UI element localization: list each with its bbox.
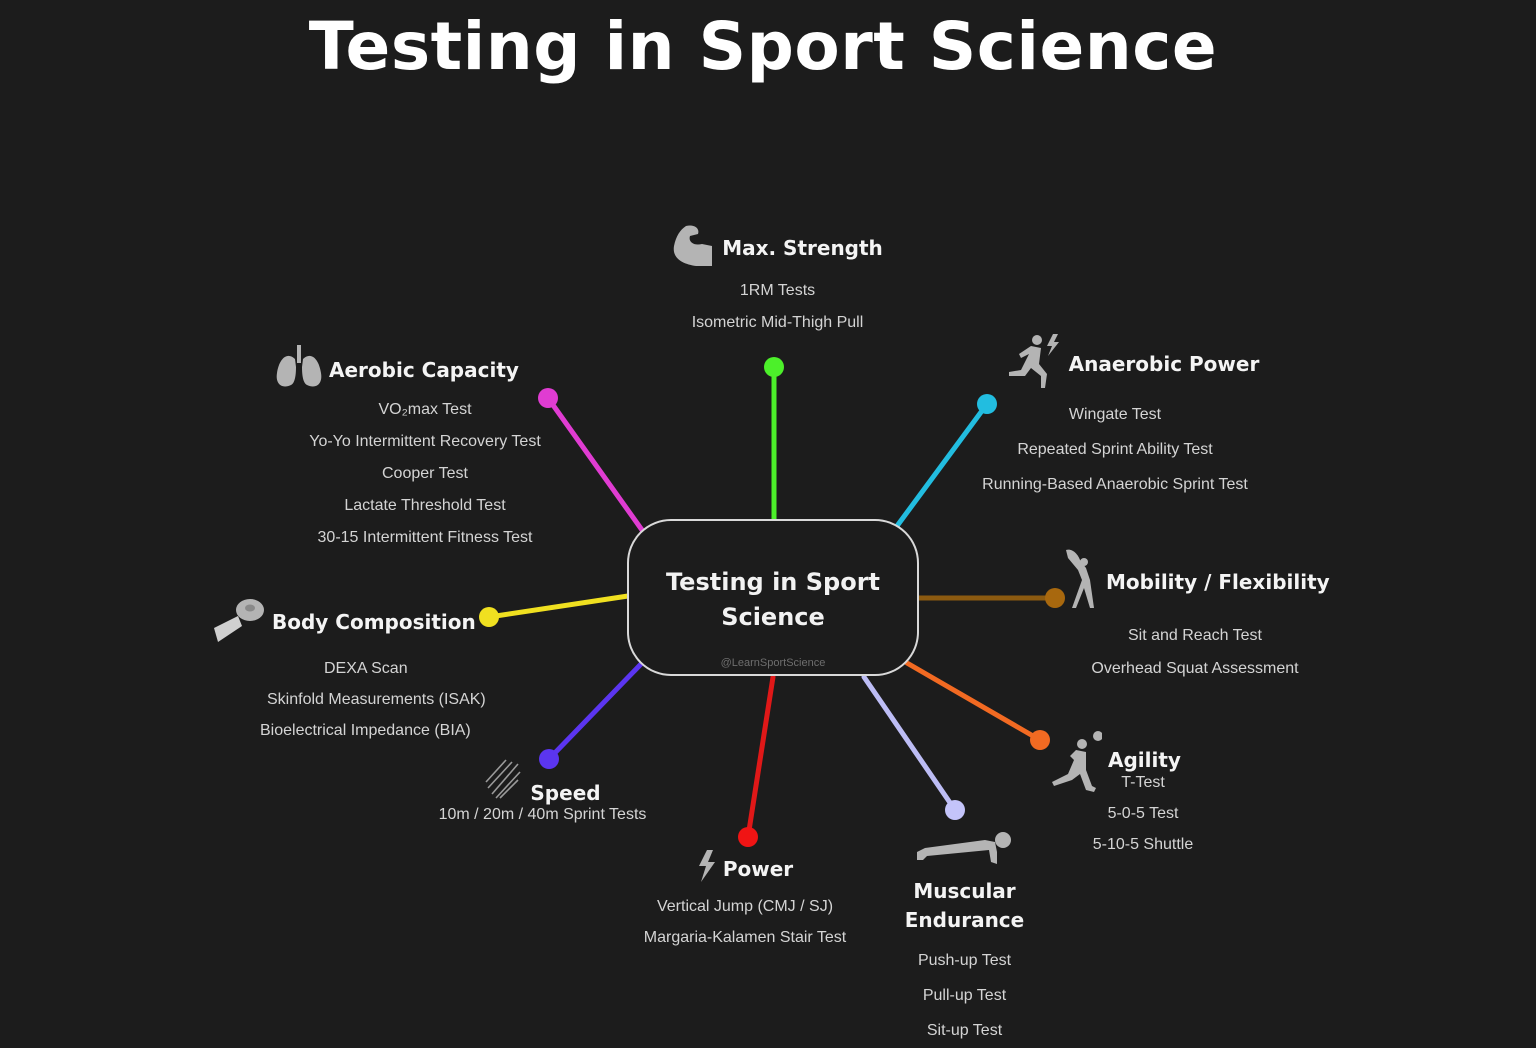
endpoint-muscular-endurance [945, 800, 965, 820]
endpoint-power [738, 827, 758, 847]
page-title: Testing in Sport Science [308, 8, 1218, 85]
list-item: T-Test [1121, 774, 1165, 791]
node-muscular-endurance: Muscular Endurance Push-up Test Pull-up … [882, 830, 1047, 1048]
list-item: Lactate Threshold Test [344, 497, 506, 514]
list-item: 5-0-5 Test [1107, 805, 1179, 822]
node-agility: Agility T-Test 5-0-5 Test 5-10-5 Shuttle [1048, 726, 1238, 860]
stretching-figure-icon [1060, 548, 1100, 615]
node-aerobic-capacity: Aerobic Capacity VO₂max Test Yo-Yo Inter… [275, 345, 575, 554]
list-item: Skinfold Measurements (ISAK) [267, 691, 486, 708]
running-figure-icon [1048, 726, 1103, 801]
sprinter-lightning-icon [1001, 332, 1063, 395]
list-item: Sit-up Test [926, 1022, 1003, 1039]
endpoint-agility [1030, 730, 1050, 750]
endpoint-anaerobic-power [977, 394, 997, 414]
node-body-composition: Body Composition DEXA Scan Skinfold Meas… [212, 596, 512, 746]
endpoint-body-composition [479, 607, 499, 627]
hub-credit: @LearnSportScience [720, 657, 826, 669]
speed-lines-icon [484, 758, 524, 805]
measuring-tape-icon [212, 596, 266, 647]
node-mobility-flexibility: Mobility / Flexibility Sit and Reach Tes… [1060, 548, 1330, 685]
endpoint-mobility [1045, 588, 1065, 608]
list-item: Yo-Yo Intermittent Recovery Test [309, 433, 541, 450]
endpoint-aerobic-capacity [538, 388, 558, 408]
list-item: VO₂max Test [378, 401, 472, 418]
list-item: Vertical Jump (CMJ / SJ) [656, 898, 834, 915]
list-item: 1RM Tests [739, 282, 816, 299]
connector-anaerobic-power [894, 401, 990, 529]
endpoint-max-strength [764, 357, 784, 377]
node-power: Power Vertical Jump (CMJ / SJ) Margaria-… [620, 850, 870, 953]
list-item: Running-Based Anaerobic Sprint Test [982, 476, 1248, 493]
lightning-bolt-icon [697, 850, 717, 887]
endpoint-speed [539, 749, 559, 769]
list-item: Push-up Test [917, 952, 1012, 969]
connector-power [745, 674, 776, 840]
connector-body-composition [486, 593, 631, 620]
list-item: Overhead Squat Assessment [1091, 660, 1299, 677]
node-anaerobic-power: Anaerobic Power Wingate Test Repeated Sp… [955, 332, 1275, 502]
flexed-arm-icon [672, 224, 716, 271]
connector-muscular-endurance [861, 674, 958, 813]
list-item: 5-10-5 Shuttle [1092, 836, 1194, 853]
connector-speed [546, 660, 645, 762]
list-item: Margaria-Kalamen Stair Test [643, 929, 847, 946]
list-item: Pull-up Test [922, 987, 1007, 1004]
node-speed: Speed 10m / 20m / 40m Sprint Tests [410, 758, 675, 831]
list-item: Bioelectrical Impedance (BIA) [260, 722, 471, 739]
list-item: 10m / 20m / 40m Sprint Tests [438, 806, 647, 823]
hub-title: Testing in Sport Science [666, 568, 880, 631]
list-item: Isometric Mid-Thigh Pull [691, 314, 864, 331]
connector-aerobic-capacity [545, 395, 645, 533]
lungs-icon [275, 345, 323, 394]
list-item: 30-15 Intermittent Fitness Test [317, 529, 533, 546]
push-up-figure-icon [915, 830, 1015, 875]
connector-lines [479, 357, 1065, 847]
list-item: Cooper Test [382, 465, 468, 482]
connector-agility [904, 660, 1043, 743]
node-max-strength: Max. Strength 1RM Tests Isometric Mid-Th… [640, 224, 915, 339]
list-item: Wingate Test [1068, 406, 1162, 423]
central-hub: Testing in Sport Science @LearnSportScie… [627, 519, 919, 676]
list-item: Sit and Reach Test [1127, 627, 1262, 644]
list-item: DEXA Scan [324, 660, 408, 677]
list-item: Repeated Sprint Ability Test [1017, 441, 1213, 458]
